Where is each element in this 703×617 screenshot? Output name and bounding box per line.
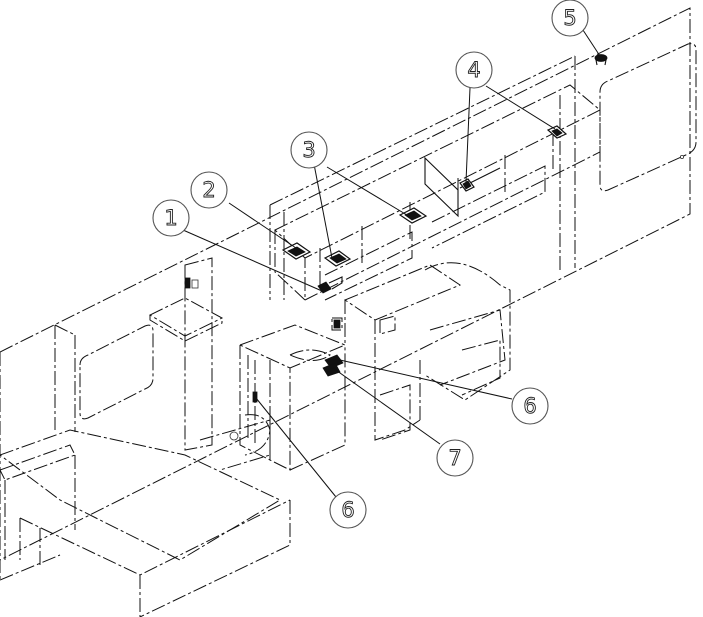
callout-balloon-4: 4 xyxy=(456,52,492,88)
fixture-3a xyxy=(325,251,350,266)
callout-balloon-1: 1 xyxy=(153,200,189,236)
callout-balloon-3: 3 xyxy=(291,132,327,168)
callout-balloon-6-left: 6 xyxy=(330,492,366,528)
callout-balloon-7: 7 xyxy=(437,440,473,476)
fixture-2 xyxy=(283,243,310,259)
right-window xyxy=(600,44,696,191)
callout-number-7: 7 xyxy=(448,446,461,470)
callout-balloon-5: 5 xyxy=(552,0,588,36)
fixture-4a xyxy=(460,179,474,191)
back-wall-panel xyxy=(0,8,690,560)
fixture-4b xyxy=(548,126,566,138)
callout-number-6-right: 6 xyxy=(523,394,536,418)
fixture-3b xyxy=(400,208,426,223)
callout-number-4: 4 xyxy=(467,58,480,82)
callout-number-5: 5 xyxy=(563,6,576,30)
callout-number-6-left: 6 xyxy=(341,498,354,522)
left-wall-panel xyxy=(0,325,153,580)
overhead-storage-bins xyxy=(275,85,600,300)
callout-number-2: 2 xyxy=(202,178,215,202)
right-cabinets xyxy=(332,263,510,440)
bed-platform xyxy=(0,430,290,617)
callout-number-1: 1 xyxy=(164,206,177,230)
callout-balloon-2: 2 xyxy=(191,172,227,208)
fixture-5 xyxy=(595,55,607,66)
callout-balloon-6-right: 6 xyxy=(512,388,548,424)
fold-down-table xyxy=(150,258,222,450)
callout-number-3: 3 xyxy=(302,138,315,162)
